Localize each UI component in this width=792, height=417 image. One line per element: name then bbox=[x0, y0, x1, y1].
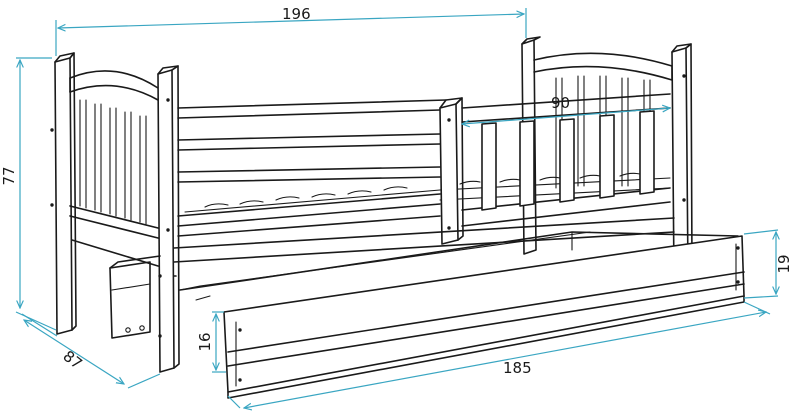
dimension-total-length bbox=[55, 8, 527, 56]
dimension-drawer-height bbox=[743, 229, 778, 299]
dimension-lines bbox=[15, 8, 778, 408]
dimension-height bbox=[15, 57, 57, 331]
dimension-labels: 196 90 77 87 19 16 185 bbox=[0, 5, 792, 377]
dimension-side-rail bbox=[462, 108, 670, 124]
bed-frame-drawing bbox=[50, 36, 745, 399]
dimension-depth bbox=[21, 313, 161, 389]
slatted-base bbox=[177, 172, 671, 237]
dimension-drawer-length bbox=[227, 301, 771, 408]
back-rail bbox=[177, 99, 447, 183]
left-headboard bbox=[50, 52, 180, 373]
label-side-rail-length: 90 bbox=[551, 94, 570, 112]
label-depth: 87 bbox=[60, 347, 86, 373]
label-drawer-front-height: 16 bbox=[196, 332, 214, 351]
label-total-length: 196 bbox=[282, 5, 311, 23]
label-height: 77 bbox=[0, 166, 18, 185]
small-drawer-box bbox=[109, 255, 161, 339]
label-drawer-height: 19 bbox=[775, 254, 792, 273]
dimension-drawer-front-height bbox=[212, 311, 226, 373]
front-long-rail bbox=[173, 217, 675, 277]
label-drawer-length: 185 bbox=[503, 359, 532, 377]
